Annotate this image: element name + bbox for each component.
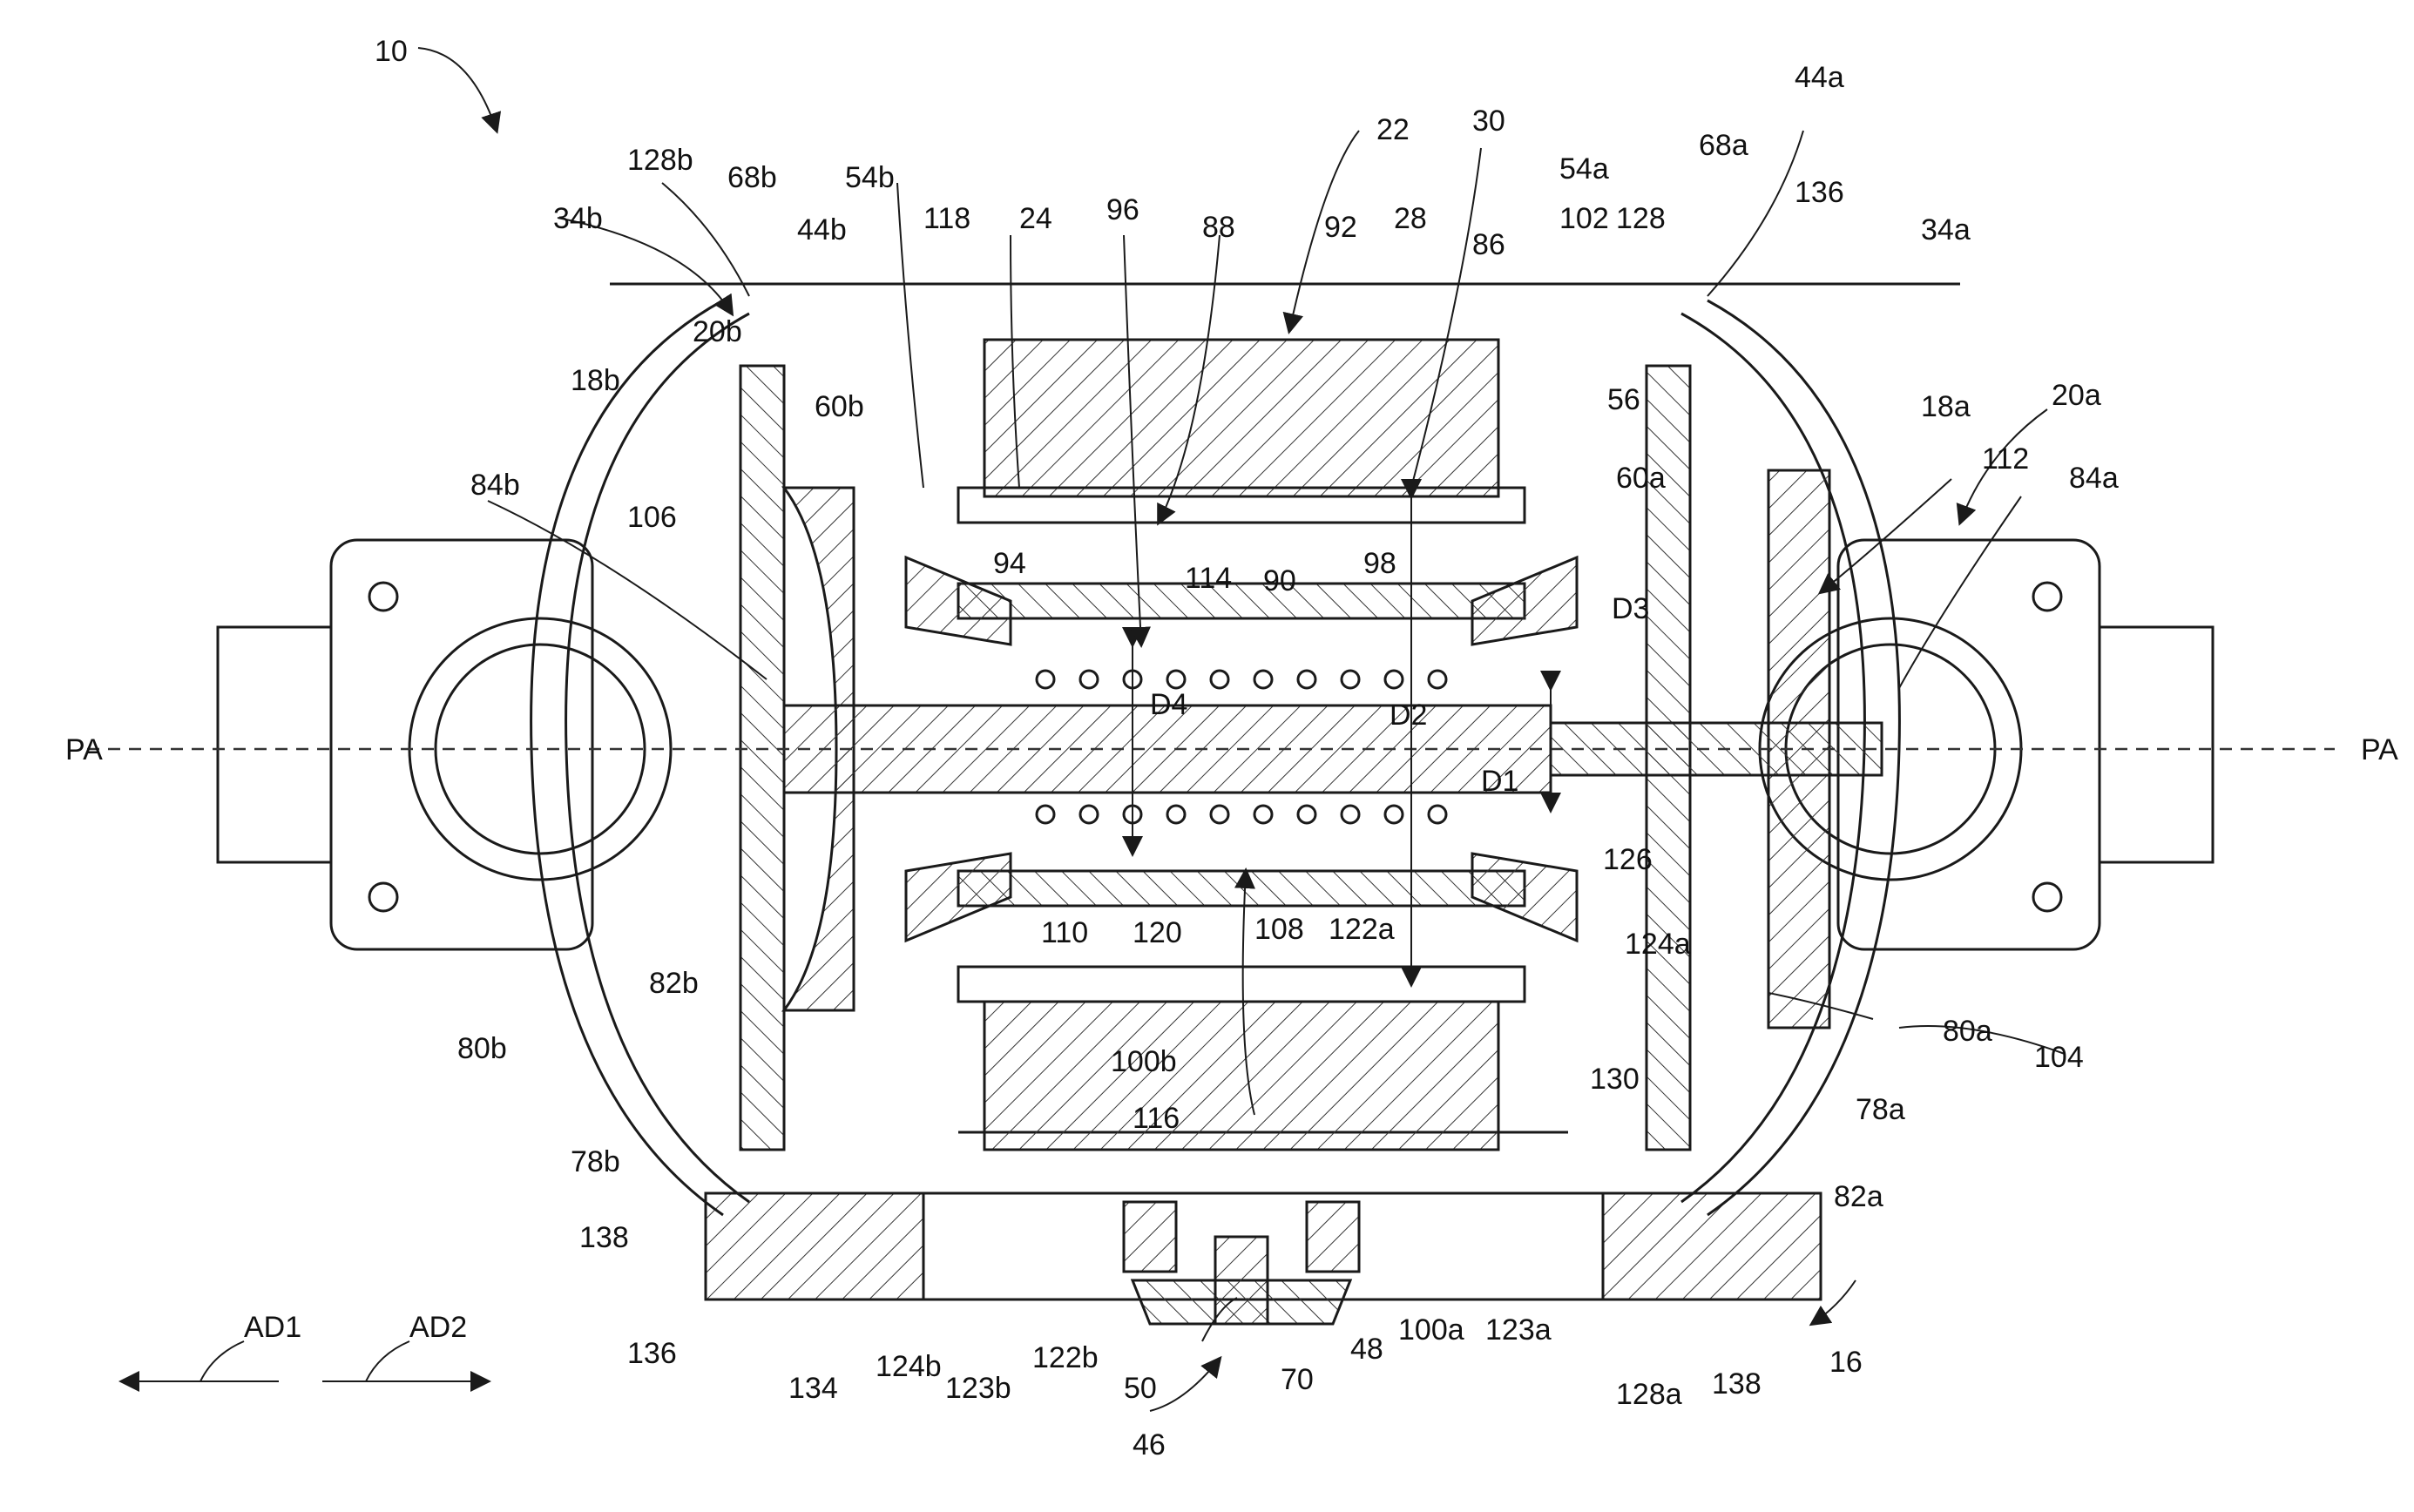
label-124a: 124a — [1625, 928, 1691, 961]
label-D4: D4 — [1150, 688, 1187, 721]
label-98: 98 — [1363, 547, 1396, 580]
label-PA-left: PA — [65, 733, 103, 766]
label-34b: 34b — [553, 202, 603, 235]
label-80b: 80b — [457, 1032, 507, 1065]
label-46: 46 — [1133, 1428, 1166, 1461]
label-128b: 128b — [627, 144, 693, 177]
label-134: 134 — [788, 1372, 838, 1405]
label-84a: 84a — [2069, 462, 2119, 495]
label-78a: 78a — [1856, 1093, 1905, 1126]
label-56: 56 — [1607, 383, 1640, 416]
label-82a: 82a — [1834, 1180, 1883, 1213]
label-130: 130 — [1590, 1063, 1640, 1096]
label-44a: 44a — [1795, 61, 1844, 94]
label-84b: 84b — [470, 469, 520, 502]
label-114: 114 — [1185, 562, 1232, 595]
label-68a: 68a — [1699, 129, 1748, 162]
label-128: 128 — [1616, 202, 1666, 235]
label-50: 50 — [1124, 1372, 1157, 1405]
label-60b: 60b — [815, 390, 864, 423]
label-123b: 123b — [945, 1372, 1011, 1405]
label-102: 102 — [1559, 202, 1609, 235]
label-122b: 122b — [1032, 1341, 1099, 1374]
label-D1: D1 — [1481, 765, 1518, 798]
label-88: 88 — [1202, 211, 1235, 244]
label-48: 48 — [1350, 1333, 1383, 1366]
label-78b: 78b — [571, 1145, 620, 1178]
seal-assembly — [1124, 1202, 1359, 1324]
label-18a: 18a — [1921, 390, 1971, 423]
label-60a: 60a — [1616, 462, 1666, 495]
label-68b: 68b — [727, 161, 777, 194]
label-PA-right: PA — [2361, 733, 2398, 766]
label-122a: 122a — [1329, 913, 1395, 946]
label-124b: 124b — [876, 1350, 942, 1383]
label-136: 136 — [1795, 176, 1844, 209]
label-AD2: AD2 — [409, 1311, 467, 1344]
label-96: 96 — [1106, 193, 1139, 226]
label-100b: 100b — [1111, 1045, 1177, 1078]
label-44b: 44b — [797, 213, 847, 246]
label-70: 70 — [1281, 1363, 1314, 1396]
label-94: 94 — [993, 547, 1026, 580]
label-20b: 20b — [693, 315, 742, 348]
label-126: 126 — [1603, 843, 1653, 876]
label-136-bottom: 136 — [627, 1337, 677, 1370]
direction-arrows — [122, 1341, 488, 1381]
label-116: 116 — [1133, 1102, 1180, 1135]
label-118: 118 — [923, 202, 970, 235]
label-82b: 82b — [649, 967, 699, 1000]
label-54b: 54b — [845, 161, 895, 194]
label-110: 110 — [1041, 916, 1088, 949]
label-106: 106 — [627, 501, 677, 534]
label-16: 16 — [1829, 1346, 1863, 1379]
label-108: 108 — [1254, 913, 1304, 946]
label-24: 24 — [1019, 202, 1052, 235]
label-112: 112 — [1982, 442, 2029, 476]
label-138-right: 138 — [1712, 1367, 1761, 1401]
label-138-left: 138 — [579, 1221, 629, 1254]
label-28: 28 — [1394, 202, 1427, 235]
label-D2: D2 — [1390, 699, 1427, 732]
label-18b: 18b — [571, 364, 620, 397]
label-92: 92 — [1324, 211, 1357, 244]
label-30: 30 — [1472, 105, 1505, 138]
label-54a: 54a — [1559, 152, 1609, 186]
label-100a: 100a — [1398, 1313, 1464, 1347]
label-34a: 34a — [1921, 213, 1971, 246]
label-22: 22 — [1376, 113, 1410, 146]
label-D3: D3 — [1612, 592, 1649, 625]
label-104: 104 — [2034, 1041, 2084, 1074]
label-20a: 20a — [2052, 379, 2101, 412]
label-80a: 80a — [1943, 1015, 1992, 1048]
label-123a: 123a — [1485, 1313, 1552, 1347]
label-128a: 128a — [1616, 1378, 1682, 1411]
label-86: 86 — [1472, 228, 1505, 261]
label-AD1: AD1 — [244, 1311, 301, 1344]
left-end-cap — [218, 300, 854, 1215]
label-10: 10 — [375, 35, 408, 68]
label-90: 90 — [1263, 564, 1296, 597]
label-120: 120 — [1133, 916, 1182, 949]
